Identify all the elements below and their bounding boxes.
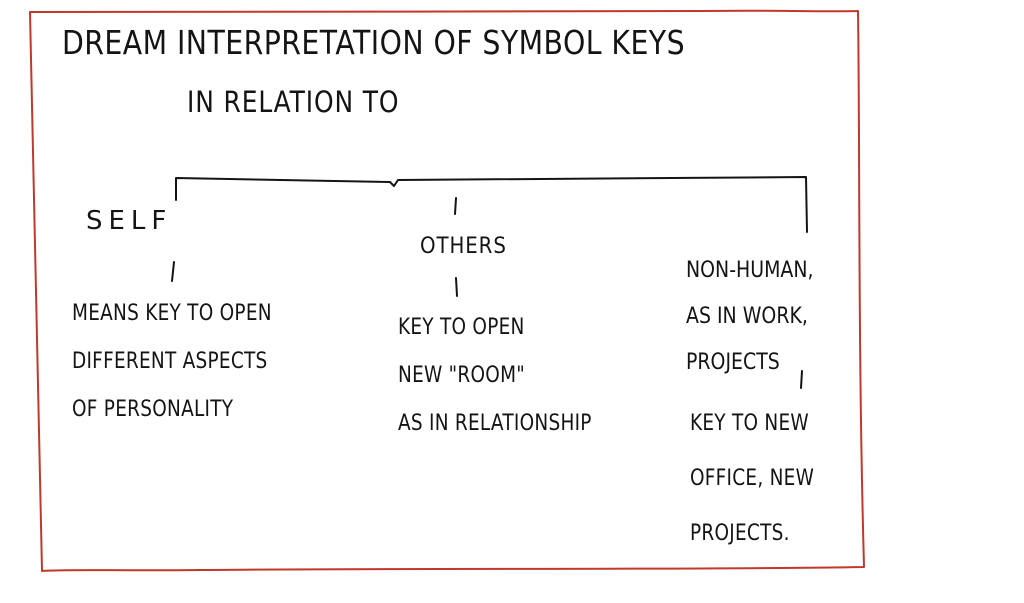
- branch-description-self: MEANS KEY TO OPEN DIFFERENT ASPECTS OF P…: [72, 290, 272, 434]
- diagram-title: DREAM INTERPRETATION OF SYMBOL KEYS: [62, 23, 686, 62]
- branch-label-self: SELF: [86, 206, 173, 236]
- others-desc-line-2: NEW "ROOM": [398, 363, 526, 388]
- branch-description-others: KEY TO OPEN NEW "ROOM" AS IN RELATIONSHI…: [398, 304, 592, 448]
- branch-label-nonhuman: NON-HUMAN, AS IN WORK, PROJECTS: [686, 248, 849, 386]
- nonhuman-desc-line-3: PROJECTS.: [690, 521, 790, 546]
- others-desc-line-1: KEY TO OPEN: [398, 315, 525, 340]
- branch-description-nonhuman: KEY TO NEW OFFICE, NEW PROJECTS.: [690, 396, 814, 561]
- self-desc-line-3: OF PERSONALITY: [72, 397, 234, 422]
- border-frame: [29, 9, 865, 572]
- connector-self: [171, 261, 175, 282]
- tree-bracket-top: [175, 176, 808, 233]
- nonhuman-label-line-3: PROJECTS: [686, 350, 780, 375]
- others-desc-line-3: AS IN RELATIONSHIP: [398, 411, 592, 436]
- nonhuman-desc-line-1: KEY TO NEW: [690, 411, 809, 436]
- branch-label-others: OTHERS: [420, 234, 507, 259]
- tree-tick-center: [454, 197, 457, 215]
- diagram-subtitle: IN RELATION TO: [187, 85, 400, 119]
- nonhuman-desc-line-2: OFFICE, NEW: [690, 466, 815, 491]
- connector-others: [455, 277, 458, 297]
- nonhuman-label-line-1: NON-HUMAN,: [686, 258, 814, 283]
- nonhuman-label-line-2: AS IN WORK,: [686, 304, 808, 329]
- self-desc-line-1: MEANS KEY TO OPEN: [72, 301, 272, 326]
- self-desc-line-2: DIFFERENT ASPECTS: [72, 349, 268, 374]
- connector-nonhuman: [800, 370, 803, 389]
